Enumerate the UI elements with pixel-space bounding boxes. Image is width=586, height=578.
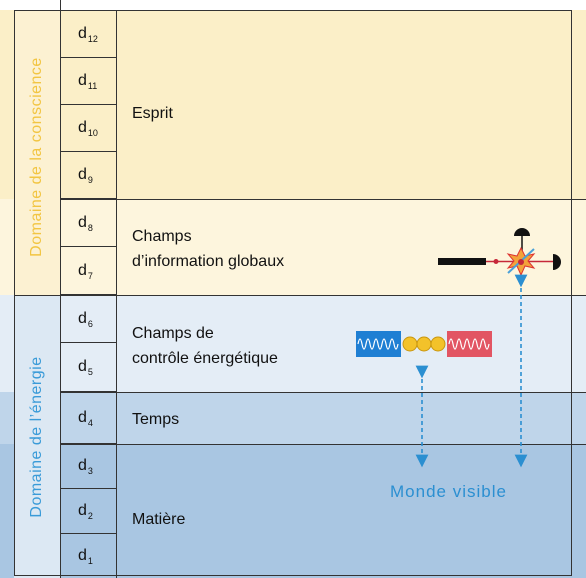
side-column-conscience xyxy=(14,10,60,295)
dimension-index: 10 xyxy=(87,128,98,138)
dimension-letter: d xyxy=(78,309,87,327)
divider-d5-d4 xyxy=(60,392,586,393)
dimension-index: 4 xyxy=(87,417,93,428)
dimension-index: 8 xyxy=(87,222,93,233)
divider-d7-d6 xyxy=(14,295,586,296)
dimension-index: 1 xyxy=(87,556,93,566)
dimension-letter: d xyxy=(78,358,87,375)
dimension-letter: d xyxy=(78,166,87,183)
level-label-champs-controle-1: Champs de xyxy=(132,325,214,342)
dimension-index: 5 xyxy=(87,367,93,377)
measurement-apparatus-icon xyxy=(438,228,561,277)
dimension-index: 9 xyxy=(87,175,93,185)
level-label-champs-information-1: Champs xyxy=(132,228,192,245)
diagram-frame xyxy=(14,10,572,576)
dimension-letter: d xyxy=(78,72,87,89)
level-label-esprit: Esprit xyxy=(132,105,173,122)
dimension-letter: d xyxy=(78,457,87,474)
dimension-letter: d xyxy=(78,502,87,519)
level-label-matiere: Matière xyxy=(132,511,186,528)
dimension-letter: d xyxy=(78,213,87,231)
dimension-index: 2 xyxy=(87,511,93,521)
dimension-letter: d xyxy=(78,408,87,426)
dimension-index: 7 xyxy=(87,270,93,281)
band-matiere xyxy=(0,444,586,578)
dimension-index: 12 xyxy=(87,33,98,44)
dimension-index: 11 xyxy=(87,81,98,91)
wave-particle-icon xyxy=(356,331,492,357)
level-label-champs-information-2: d’information globaux xyxy=(132,253,285,270)
dimension-index: 6 xyxy=(87,318,93,329)
dimension-letter: d xyxy=(78,547,87,564)
divider-d9-d8 xyxy=(60,199,586,200)
dimension-letter: d xyxy=(78,24,87,42)
monde-visible-label: Monde visible xyxy=(390,482,507,501)
level-label-champs-controle-2: contrôle énergétique xyxy=(132,350,278,367)
side-column-energie xyxy=(14,295,60,578)
dimension-index: 3 xyxy=(87,466,93,476)
column-divider-left xyxy=(60,0,61,578)
band-temps xyxy=(0,392,586,444)
dimension-letter: d xyxy=(78,261,87,279)
band-champs-information xyxy=(0,199,586,295)
level-label-temps: Temps xyxy=(132,411,180,428)
divider-d4-d3 xyxy=(60,444,586,445)
dimension-letter: d xyxy=(78,119,87,136)
